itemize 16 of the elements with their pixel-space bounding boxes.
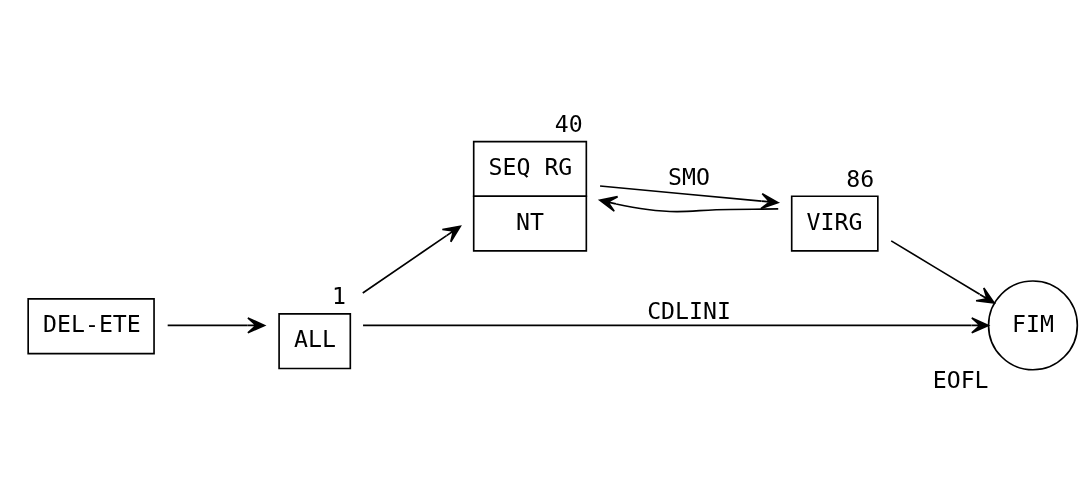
node-label: EOFL (932, 365, 989, 393)
node-box: VIRG (790, 194, 879, 252)
node-label: 86 (846, 164, 875, 192)
node-label: 1 (332, 281, 347, 309)
edge-label: CDLINI (647, 296, 731, 324)
arrow (362, 316, 990, 334)
arrow (361, 224, 462, 294)
arrow (890, 239, 995, 304)
node-label: 40 (554, 109, 583, 137)
arrow (599, 184, 779, 209)
node-box: ALL (278, 312, 352, 369)
edge-label: SMO (668, 162, 710, 190)
arrow (166, 316, 266, 334)
arrow (598, 195, 780, 212)
node-circle: FIM (987, 279, 1079, 371)
node-box: DEL-ETE (27, 297, 155, 354)
